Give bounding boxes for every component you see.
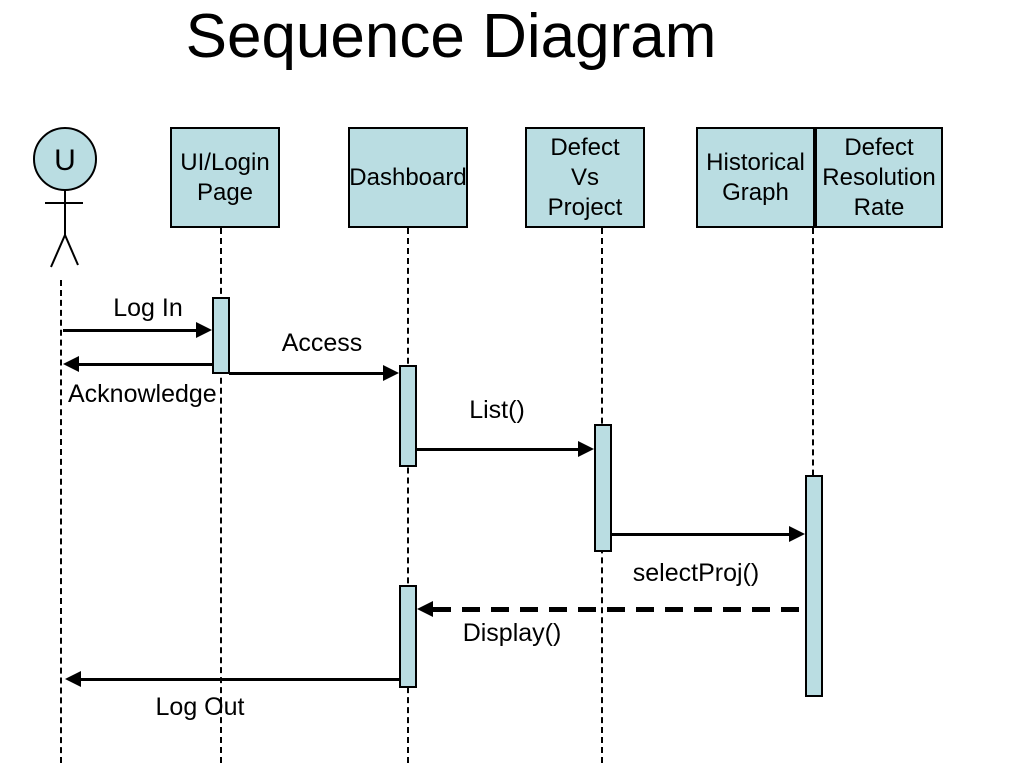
message-label-selectproj: selectProj() [632,559,760,587]
message-log-in-arrow [63,329,198,332]
object-box-dashboard: Dashboard [348,127,468,228]
message-access-arrow [229,372,383,375]
object-label: Defect Vs Project [547,133,623,221]
object-label: Historical Graph [706,148,805,206]
message-display-dashed-arrow [433,607,805,612]
arrowhead-left-icon [417,601,433,617]
message-list-arrow [416,448,578,451]
lifeline-ui-login-page [220,228,222,763]
message-label-acknowledge: Acknowledge [68,380,217,408]
object-box-defect-vs-project: Defect Vs Project [525,127,645,228]
object-label: UI/Login Page [180,148,270,206]
object-box-defect-resolution-rate: Defect Resolution Rate [815,127,943,228]
object-box-historical-graph: Historical Graph [696,127,815,228]
object-label: Defect Resolution Rate [822,133,936,221]
actor-label: U [54,144,76,177]
arrowhead-right-icon [383,365,399,381]
message-label-log-out: Log Out [155,693,245,721]
lifeline-dashboard [407,228,409,763]
actor-right-leg-line [64,234,79,266]
message-log-out-arrow [81,678,400,681]
lifeline-user [60,280,62,763]
activation-dashboard-2 [399,585,417,688]
arrowhead-right-icon [789,526,805,542]
message-label-log-in: Log In [113,294,183,322]
message-label-list: List() [469,396,525,424]
actor-icon: U [33,127,97,268]
lifeline-defect-resolution-rate [812,228,814,697]
message-label-display: Display() [462,619,562,647]
page-title: Sequence Diagram [185,2,717,71]
object-box-ui-login-page: UI/Login Page [170,127,280,228]
object-label: Dashboard [349,163,467,191]
message-selectproj-arrow [611,533,789,536]
message-label-access: Access [281,329,363,357]
arrowhead-left-icon [63,356,79,372]
activation-dashboard-1 [399,365,417,467]
arrowhead-right-icon [196,322,212,338]
arrowhead-right-icon [578,441,594,457]
activation-defect-resolution-rate [805,475,823,697]
activation-defect-vs-project [594,424,612,552]
message-acknowledge-arrow [79,363,212,366]
actor-left-leg-line [50,234,66,268]
arrowhead-left-icon [65,671,81,687]
activation-ui-login-page [212,297,230,374]
